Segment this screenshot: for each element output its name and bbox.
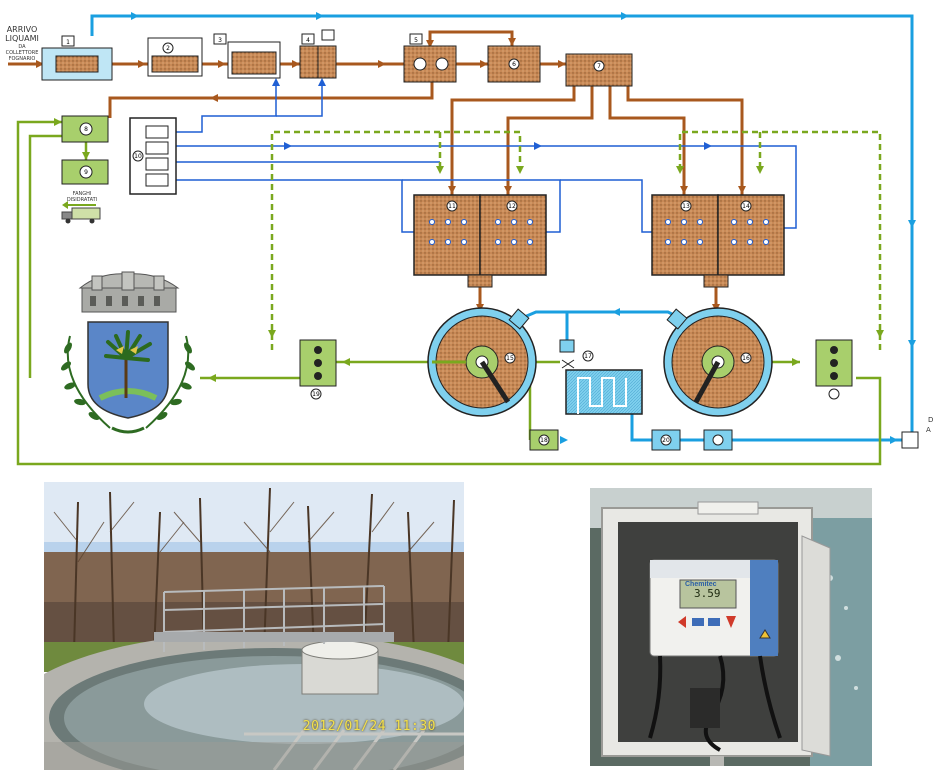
node-1-screen[interactable]: 1: [41, 35, 113, 81]
analyzer-display: 3.59: [694, 587, 721, 600]
inlet-label-line2: LIQUAMI: [5, 34, 39, 43]
node-7-distribution-box[interactable]: 7: [565, 53, 633, 87]
inlet-label-line4: COLLETTORE: [6, 50, 39, 56]
outlet-label-line2: A: [926, 426, 931, 434]
outlet: D A: [901, 416, 933, 449]
truck-icon: [61, 207, 101, 224]
node-10-blower-station[interactable]: 10: [129, 117, 177, 195]
photo-analyzer-cabinet: Chemitec 3.59: [590, 488, 872, 766]
tank-outlet-box: [467, 274, 493, 288]
water-clarifier-link: [521, 310, 681, 320]
node-16-number: 16: [742, 355, 750, 362]
node-20-flow-meters[interactable]: 20: [651, 429, 733, 451]
node-18-chemical-dosing[interactable]: 18: [529, 429, 559, 451]
sludge-label-line2: DISIDRATATI: [67, 197, 97, 203]
node-10-number: 10: [134, 153, 142, 160]
inlet-label-line3: DA: [18, 44, 26, 50]
node-11-oxidation-tank[interactable]: 11: [413, 194, 481, 276]
node-6-number: 6: [512, 61, 516, 68]
diffuser-grid-icon: [731, 219, 769, 245]
node-11-number: 11: [448, 203, 456, 210]
inlet-label: ARRIVO LIQUAMI DA COLLETTORE FOGNARIO: [5, 25, 39, 62]
tank-outlet-box: [703, 274, 729, 288]
node-19-recirculation-pumps-left[interactable]: 19: [299, 339, 337, 400]
node-8-sludge-thickener[interactable]: 8: [61, 115, 109, 143]
node-13-oxidation-tank[interactable]: 13: [651, 194, 719, 276]
node-17-number: 17: [584, 353, 592, 360]
air-lines: [176, 80, 797, 233]
water-disinfection-out: [630, 414, 902, 442]
node-14-oxidation-tank[interactable]: 14: [717, 194, 785, 276]
sludge-label-line1: FANGHI: [73, 191, 92, 197]
photo-timestamp: 2012/01/24 11:30: [302, 719, 436, 734]
node-6-tank[interactable]: 6: [487, 45, 541, 83]
photo-clarifier: 2012/01/24 11:30: [44, 482, 464, 770]
node-5-number: 5: [414, 37, 418, 44]
node-2-grit-chamber[interactable]: 2: [147, 37, 203, 77]
node-16-clarifier-right[interactable]: 16: [663, 307, 773, 417]
node-14-number: 14: [742, 203, 750, 210]
diffuser-grid-icon: [429, 219, 467, 245]
diffuser-grid-icon: [665, 219, 703, 245]
node-3-sand-oil-tank[interactable]: 3: [213, 33, 281, 79]
node-4-number: 4: [306, 37, 310, 44]
crown-icon: [78, 271, 180, 313]
outlet-label-line1: D: [928, 416, 933, 424]
node-2-number: 2: [166, 45, 170, 52]
node-15-number: 15: [506, 355, 514, 362]
inlet-label-line5: FOGNARIO: [9, 56, 36, 62]
sludge-output: FANGHI DISIDRATATI: [61, 191, 101, 224]
node-9-number: 9: [84, 169, 88, 176]
node-4-equalization[interactable]: 4: [299, 29, 337, 79]
diffuser-grid-icon: [495, 219, 533, 245]
analyzer-brand: Chemitec: [685, 581, 717, 588]
water-arrows: [131, 12, 916, 444]
node-17-disinfection-tank[interactable]: 17: [559, 339, 643, 415]
node-15-clarifier-left[interactable]: 15: [427, 307, 537, 417]
plant-flow-diagram: ARRIVO LIQUAMI DA COLLETTORE FOGNARIO 1 …: [5, 12, 933, 466]
node-8-number: 8: [84, 126, 88, 133]
node-12-number: 12: [508, 203, 516, 210]
node-9-dewatering[interactable]: 9: [61, 159, 109, 185]
node-13-number: 13: [682, 203, 690, 210]
node-20-number: 20: [662, 437, 670, 444]
return-arrows: [54, 118, 884, 382]
inlet-label-line1: ARRIVO: [7, 25, 38, 34]
laurel-wreath-icon: [61, 335, 195, 434]
node-3-number: 3: [218, 37, 222, 44]
node-7-number: 7: [597, 63, 601, 70]
air-arrows: [272, 78, 712, 150]
node-19-number: 19: [312, 391, 320, 398]
node-1-number: 1: [66, 39, 70, 46]
shield-icon: [87, 321, 169, 419]
node-18-number: 18: [540, 437, 548, 444]
node-5-primary-tank[interactable]: 5: [403, 33, 457, 83]
node-12-oxidation-tank[interactable]: 12: [479, 194, 547, 276]
node-19-recirculation-pumps-right[interactable]: [815, 339, 853, 400]
coat-of-arms-logo: [61, 271, 195, 434]
